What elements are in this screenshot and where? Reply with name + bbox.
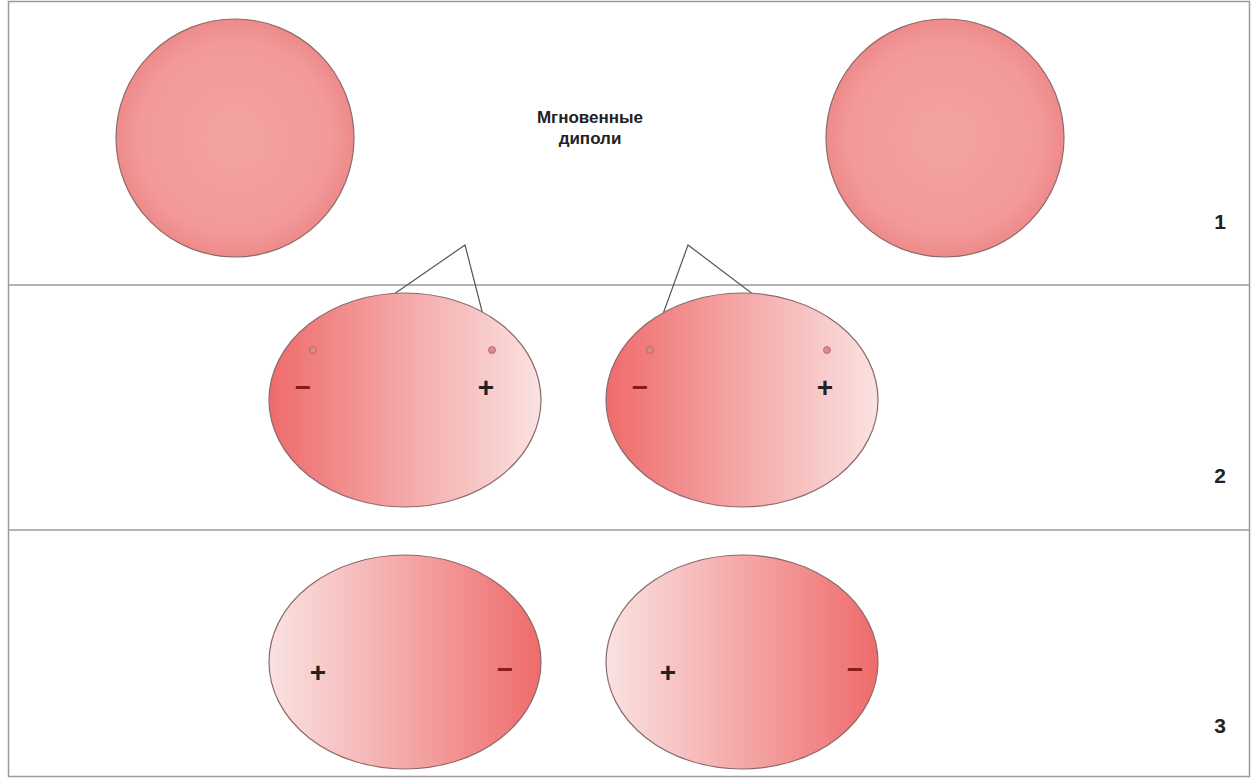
dipole-ellipse: +− <box>268 554 542 770</box>
charge-sign: + <box>660 659 676 687</box>
outer-border <box>9 2 1250 777</box>
row-number: 3 <box>1200 713 1240 739</box>
dipole-ellipse: +− <box>605 554 879 770</box>
atom-circle <box>116 19 354 257</box>
dipole-ellipse: −+ <box>605 292 879 508</box>
charge-sign: − <box>497 656 513 684</box>
atom-circle <box>826 19 1064 257</box>
ellipse-shape <box>605 554 879 770</box>
charge-sign: + <box>478 374 494 402</box>
dipole-ellipse: −+ <box>268 292 542 508</box>
charge-sign: − <box>295 374 311 402</box>
charge-sign: + <box>310 659 326 687</box>
dipole-label: Мгновенные диполи <box>510 107 670 150</box>
charge-sign: − <box>847 656 863 684</box>
row-number: 1 <box>1200 209 1240 235</box>
charge-sign: + <box>817 374 833 402</box>
charge-sign: − <box>632 374 648 402</box>
row-number: 2 <box>1200 463 1240 489</box>
row-divider <box>8 529 1250 531</box>
row-divider <box>8 284 1250 286</box>
